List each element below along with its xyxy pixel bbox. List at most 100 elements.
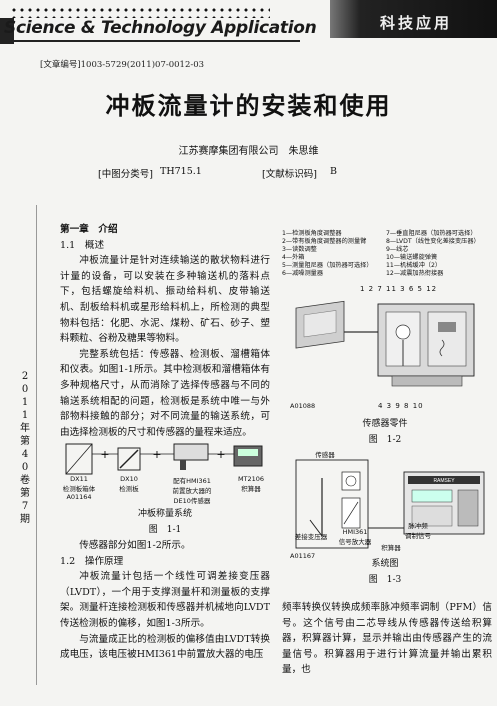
housing-base [391, 375, 463, 387]
housing-chamber-right [427, 311, 467, 367]
sensor-frame [295, 459, 369, 549]
fig1-3-lvdt-label: 差接变压器 [294, 533, 328, 541]
header-edge-bar [0, 18, 14, 44]
legend-item: 6—减噪测量器 [282, 270, 324, 277]
legend-item: 5—测量阻尼器（加热器可选择） [282, 262, 373, 269]
clc-label: [中图分类号] [98, 169, 153, 180]
de10-sensor-mount [180, 460, 186, 470]
fig1-2-code: A01088 [290, 402, 316, 410]
integrator-panel [411, 505, 453, 527]
legend-item: 2—带有板角度调整器的测量臂 [282, 238, 367, 245]
fig1-3-sensor-label: 传感器 [315, 451, 335, 459]
legend-item: 11—机械缓冲（2） [386, 262, 442, 269]
side-label-char: 1 [21, 397, 29, 408]
de10-sensor-icon [173, 443, 209, 461]
journal-logo-text: Science & Technology Application [4, 18, 317, 38]
paragraph-conversion: 与流量成正比的检测板的偏移值由LVDT转换成电压，该电压被HMI361中前置放大… [60, 633, 270, 661]
figure-1-1: + + + [65, 443, 263, 475]
chapter-heading: 第一章 介绍 [60, 224, 118, 235]
amplifier-symbol [343, 501, 359, 525]
side-label-char: 卷 [20, 475, 30, 486]
paragraph-principle: 冲板流量计包括一个线性可调差接变压器（LVDT），一个用于支撑测量杆和测量板的支… [60, 571, 270, 629]
author-line: 江苏赛摩集团有限公司 朱思维 [178, 146, 319, 157]
left-column: 第一章 介绍 1.1 概述 冲板流量计是针对连续输送的散状物料进行计量的设备，可… [60, 222, 270, 440]
article-number: [文章编号]1003-5729(2011)07-0012-03 [40, 60, 205, 70]
side-label-char: 0 [21, 462, 29, 473]
legend-item: 7—垂直阻尼器（加热器可选择） [386, 230, 477, 237]
fig1-1-system-label: 冲板称量系统 [137, 509, 192, 519]
side-label-char: 0 [21, 384, 29, 395]
header-dot-pattern [10, 6, 270, 18]
legend-item: 10—输送螺旋弹簧 [386, 254, 438, 261]
doc-code-label: [文献标识码] [262, 169, 317, 180]
plus-sign-2: + [152, 448, 161, 461]
legend-item: 4—外箱 [282, 254, 305, 261]
paragraph-overview: 冲板流量计是针对连续输送的散状物料进行计量的设备，可以安装在多种输送机的落料点下… [60, 255, 270, 345]
lvdt-coil-icon [345, 475, 357, 487]
fig1-3-caption: 图 1-3 [368, 575, 402, 585]
doc-code-value: B [330, 166, 337, 177]
fig1-3-system-label: 系统图 [371, 559, 399, 569]
dx11-box-icon [65, 443, 93, 475]
fig1-1-caption: 图 1-1 [148, 525, 182, 535]
legend-item: 3—读数调整 [282, 246, 317, 253]
integrator-brand-bar [408, 476, 480, 484]
spring-icon [439, 339, 445, 357]
dx10-plate-icon [117, 447, 141, 471]
header-dark-band [330, 0, 497, 38]
integrator-keypad-icon [457, 489, 479, 527]
paragraph-pfm: 频率转换仪转换成频率脉冲频率调制（PFM）信号。这个信号由二芯导线从传感器传送给… [282, 602, 492, 676]
legend-item: 9—线芯 [386, 246, 409, 253]
fig1-2-subcaption: 传感器零件 [362, 419, 408, 429]
clc-value: TH715.1 [160, 166, 202, 177]
side-label-char: 年 [20, 423, 30, 434]
damper-icon [395, 324, 411, 340]
plus-sign-3: + [216, 448, 225, 461]
fig1-2-bottom-numbers: 4 3 9 8 10 [378, 402, 424, 410]
margin-rule [36, 205, 37, 685]
legend-item: 1—检测板角度调整器 [282, 230, 342, 237]
side-label-char: 第 [20, 488, 30, 499]
header-rule [0, 40, 300, 42]
paragraph-system: 完整系统包括：传感器、检测板、溜槽箱体和仪表。如图1-1所示。其中检测板和溜槽箱… [60, 348, 270, 438]
section-heading-1-1: 1.1 概述 [60, 239, 105, 251]
lvdt-icon [438, 322, 456, 332]
side-label-char: 期 [20, 514, 30, 525]
side-label-char: 7 [21, 501, 29, 512]
detection-plate-face [303, 310, 337, 338]
left-column-continued: 传感器部分如图1-2所示。 1.2 操作原理 冲板流量计包括一个线性可调差接变压… [60, 538, 270, 663]
lvdt-block [341, 471, 361, 491]
side-label-char: 第 [20, 436, 30, 447]
fig1-2-caption: 图 1-2 [368, 435, 402, 445]
journal-header: Science & Technology Application 科技应用 [0, 0, 497, 50]
side-label-char: 1 [21, 410, 29, 421]
fig1-3-code: A01167 [290, 552, 316, 560]
article-title: 冲板流量计的安装和使用 [105, 92, 392, 120]
paragraph-sensor-ref: 传感器部分如图1-2所示。 [79, 540, 191, 551]
header-corner-tag: 科技应用 [380, 14, 453, 32]
figure-1-2-sensor-drawing [295, 300, 475, 387]
dx11-diagonal [65, 443, 93, 475]
mt2106-display [238, 449, 258, 456]
plus-sign-1: + [100, 448, 109, 461]
fig1-3-integrator-label: 积算器 [381, 544, 401, 552]
legend-item: 8—LVDT（线性变化差接变压器） [386, 238, 480, 245]
legend-item: 12—减震加热衔接器 [386, 270, 444, 277]
integrator-brand: RAMSEY [433, 478, 455, 484]
dx10-plate-line [119, 449, 139, 469]
right-column: 频率转换仪转换成频率脉冲频率调制（PFM）信号。这个信号由二芯导线从传感器传送给… [282, 600, 492, 678]
plate-line [309, 519, 323, 537]
section-heading-1-2: 1.2 操作原理 [60, 555, 124, 567]
side-label-char: 2 [21, 371, 29, 382]
fig1-2-top-numbers: 1 2 7 11 3 6 5 12 [360, 285, 438, 293]
side-label-char: 4 [21, 449, 29, 460]
fig1-3-signal-label: 脉冲频调制信号 [405, 522, 431, 540]
integrator-display [411, 489, 453, 503]
